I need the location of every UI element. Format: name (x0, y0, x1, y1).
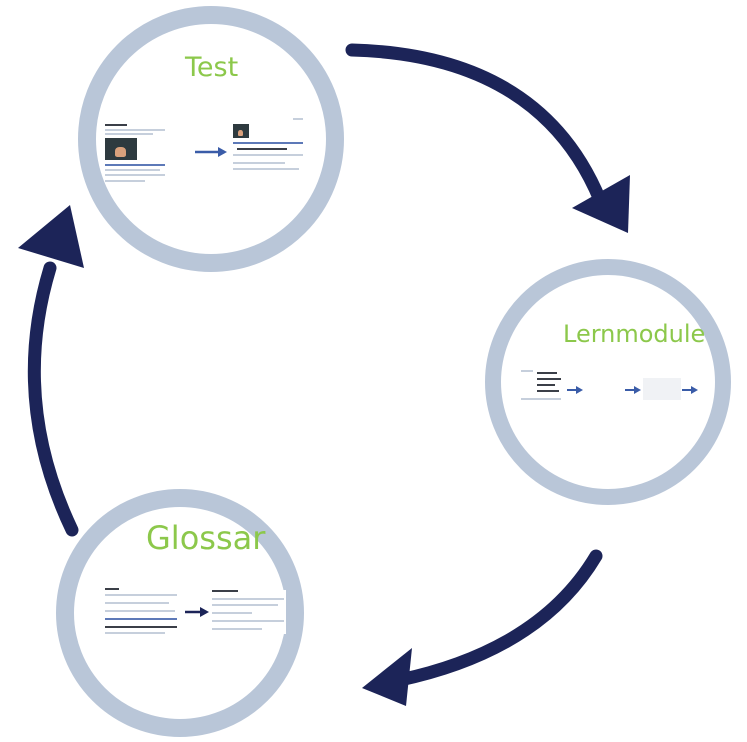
glossar-inner-arrow-icon (185, 607, 209, 617)
lernmodule-inner-arrow-1-icon (567, 386, 583, 394)
lernmodule-title: Lernmodule (563, 320, 706, 348)
glossar-title: Glossar (146, 519, 266, 557)
glossar-screenshot-right (212, 590, 286, 634)
lernmodule-screenshot-left (521, 368, 563, 404)
test-inner-arrow-icon (195, 147, 227, 157)
test-title: Test (185, 52, 239, 83)
lernmodule-inner-arrow-2-icon (625, 386, 641, 394)
arrow-lernmodule-to-glossar-icon (362, 549, 603, 706)
lernmodule-inner-arrow-3-icon (682, 386, 698, 394)
arrow-test-to-lernmodule-icon (345, 43, 630, 233)
lernmodule-ring (485, 259, 731, 505)
arrow-glossar-to-test-icon (18, 205, 84, 537)
lernmodule-screenshot-right (643, 378, 681, 400)
test-screenshot-right (233, 118, 305, 174)
glossar-screenshot-left (105, 586, 181, 636)
test-screenshot-left (105, 124, 167, 184)
test-ring (78, 6, 344, 272)
